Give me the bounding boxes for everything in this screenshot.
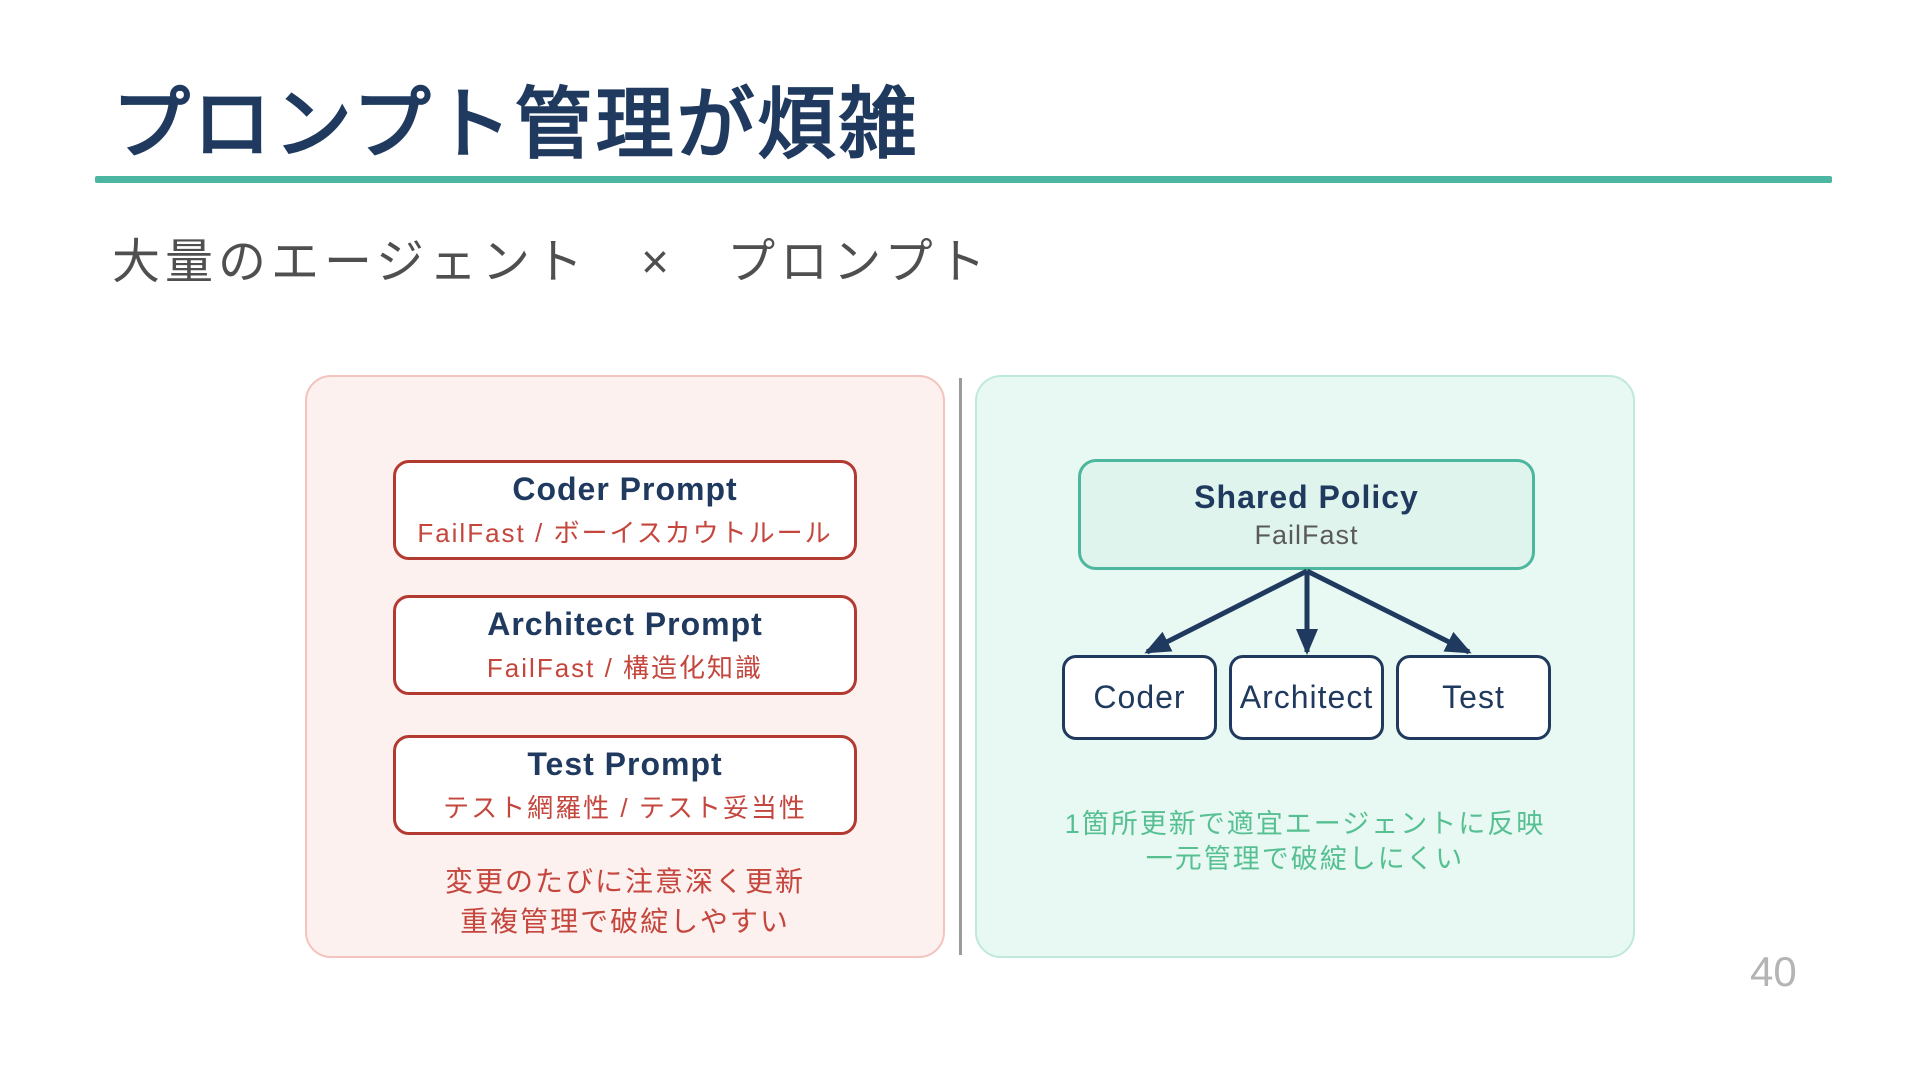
- agent-label-test: Test: [1442, 679, 1505, 715]
- page-subtitle: 大量のエージェント × プロンプト: [112, 236, 991, 289]
- left-caption-line1: 変更のたびに注意深く更新: [444, 866, 805, 897]
- right-panel-caption: 1箇所更新で適宜エージェントに反映 一元管理で破綻しにくい: [977, 807, 1633, 877]
- fan-arrows: [1144, 568, 1472, 655]
- test-prompt-title: Test Prompt: [527, 745, 723, 782]
- left-panel-caption: 変更のたびに注意深く更新 重複管理で破綻しやすい: [307, 862, 943, 942]
- shared-policy-title: Shared Policy: [1194, 478, 1419, 515]
- page-title: プロンプト管理が煩雑: [112, 80, 920, 168]
- agent-label-architect: Architect: [1239, 679, 1374, 715]
- coder-prompt-card: Coder Prompt FailFast / ボーイスカウトルール: [393, 460, 857, 560]
- architect-prompt-card: Architect Prompt FailFast / 構造化知識: [393, 595, 857, 695]
- duplicated-prompts-panel: Coder Prompt FailFast / ボーイスカウトルール Archi…: [305, 375, 945, 958]
- page-number: 40: [1750, 948, 1797, 995]
- architect-prompt-title: Architect Prompt: [487, 605, 763, 642]
- right-caption-line2: 一元管理で破綻しにくい: [1145, 844, 1465, 874]
- agent-box-test: Test: [1396, 655, 1551, 740]
- agent-box-architect: Architect: [1229, 655, 1384, 740]
- test-prompt-subtitle: テスト網羅性 / テスト妥当性: [443, 792, 807, 823]
- architect-prompt-subtitle: FailFast / 構造化知識: [486, 652, 764, 683]
- panel-divider: [959, 378, 962, 955]
- shared-policy-subtitle: FailFast: [1254, 519, 1359, 550]
- title-underline: [95, 176, 1832, 183]
- left-caption-line2: 重複管理で破綻しやすい: [460, 906, 790, 937]
- right-caption-line1: 1箇所更新で適宜エージェントに反映: [1064, 809, 1546, 839]
- coder-prompt-subtitle: FailFast / ボーイスカウトルール: [417, 517, 833, 548]
- shared-policy-box: Shared Policy FailFast: [1078, 459, 1535, 570]
- shared-policy-panel: Shared Policy FailFast Coder Architect T…: [975, 375, 1635, 958]
- coder-prompt-title: Coder Prompt: [512, 470, 738, 507]
- agent-box-coder: Coder: [1062, 655, 1217, 740]
- agent-label-coder: Coder: [1093, 679, 1186, 715]
- test-prompt-card: Test Prompt テスト網羅性 / テスト妥当性: [393, 735, 857, 835]
